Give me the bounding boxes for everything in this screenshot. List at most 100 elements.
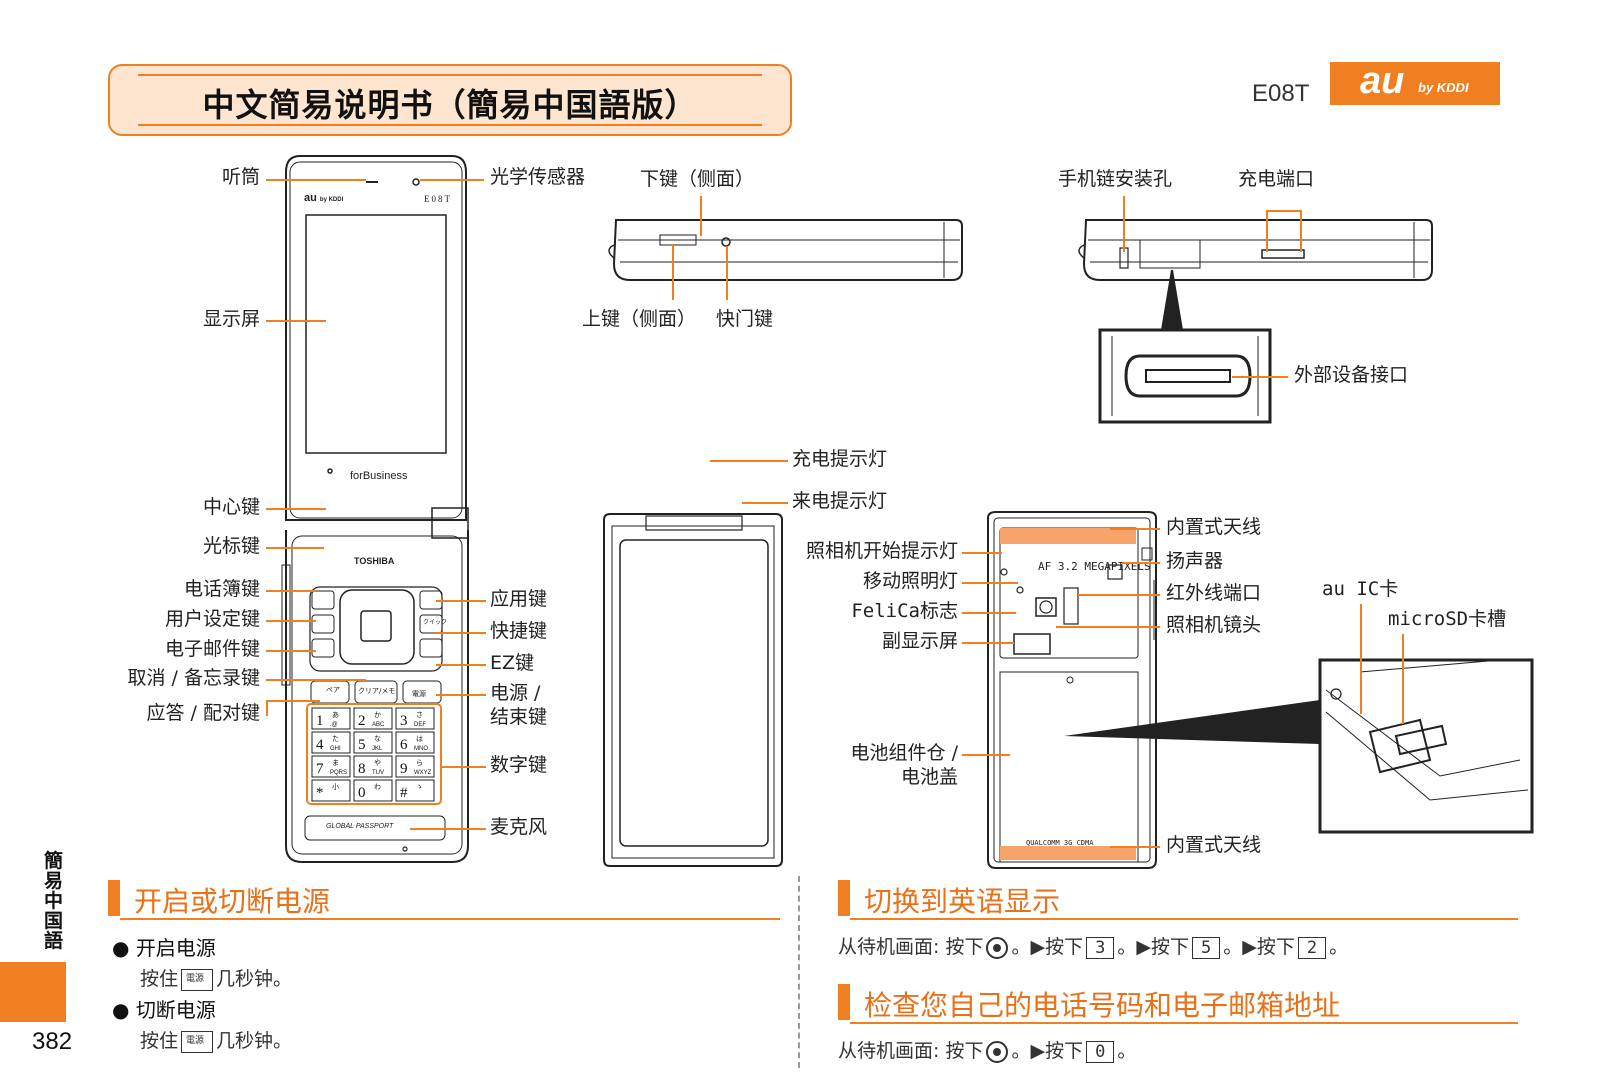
label-charge-port: 充电端口 (1238, 168, 1315, 190)
column-divider (798, 876, 800, 1068)
phone-print-pair: ペア (326, 686, 340, 694)
leader-charge-port-v2 (1300, 210, 1302, 252)
number-key-label: 6 (400, 737, 408, 753)
leader-answer-pair-v (266, 700, 268, 716)
number-key-kana: や (374, 759, 381, 767)
label-infrared: 红外线端口 (1166, 582, 1262, 604)
number-key-kana: さ (416, 711, 423, 719)
leader-ez-key (436, 664, 486, 666)
number-keys-outline (306, 703, 442, 805)
label-app-key: 应用键 (490, 588, 548, 610)
number-key-kana: な (374, 735, 381, 743)
antenna-band-top (1000, 528, 1136, 544)
phone-print-power: 電源 (412, 690, 426, 698)
label-antenna-top: 内置式天线 (1166, 516, 1262, 538)
number-key (353, 755, 393, 778)
number-key (395, 731, 435, 754)
heading-bar (838, 880, 850, 916)
bullet-power-on: ● 开启电源 (112, 936, 216, 960)
logo-main: au (1360, 60, 1405, 102)
number-key-label: * (316, 785, 324, 801)
label-sub-display: 副显示屏 (881, 630, 958, 652)
key-2: 2 (1297, 937, 1327, 959)
power-key-icon: 電源 (181, 968, 214, 991)
label-mobile-light: 移动照明灯 (862, 570, 958, 592)
power-key-icon: 電源 (181, 1030, 214, 1053)
leader-speaker (1122, 562, 1160, 564)
number-key-sub: ABC (372, 722, 385, 728)
au-logo: au by KDDI (1330, 60, 1500, 105)
label-cancel-memo-key: 取消 / 备忘录键 (127, 667, 260, 689)
label-camera-start-led: 照相机开始提示灯 (805, 540, 958, 562)
number-key-label: 2 (358, 713, 366, 729)
label-felica: FeliCa标志 (851, 600, 958, 622)
label-microphone: 麦克风 (490, 816, 548, 838)
label-antenna-bottom: 内置式天线 (1166, 834, 1262, 856)
label-up-key: 上键（侧面） (582, 308, 697, 330)
number-key-kana: か (374, 711, 381, 719)
leader-mobile-light (962, 582, 1018, 584)
leader-external-port (1232, 376, 1288, 378)
title-box: 中文简易说明书（簡易中国語版） (108, 64, 792, 136)
number-key-sub: TUV (372, 770, 384, 776)
section-power-heading: 开启或切断电源 (108, 880, 780, 920)
leader-power-key (436, 694, 486, 696)
model-name: E08T (1252, 80, 1310, 107)
leader-charge-port-v1 (1266, 210, 1268, 252)
number-key-kana: あ (332, 711, 339, 719)
number-key-label: 4 (316, 737, 324, 753)
leader-email-key (266, 650, 316, 652)
label-phonebook-key: 电话簿键 (183, 578, 260, 600)
number-key (311, 755, 351, 778)
label-speaker: 扬声器 (1166, 550, 1224, 572)
key-3: 3 (1086, 937, 1115, 959)
leader-camera-start-led (962, 552, 1002, 554)
label-battery-2: 电池盖 (900, 766, 958, 788)
phone-print-model: E08T (424, 194, 452, 204)
number-key (311, 707, 351, 730)
back-phone-drawing (987, 511, 1157, 869)
key-5: 5 (1191, 937, 1221, 959)
label-external-port: 外部设备接口 (1294, 364, 1409, 386)
number-key-sub: JKL (372, 746, 383, 752)
number-key-label: 3 (400, 713, 408, 729)
power-on-title: 开启电源 (135, 936, 216, 960)
leader-user-settings-key (266, 620, 316, 622)
leader-incoming-led (742, 502, 788, 504)
number-key-sub: MNO (414, 746, 428, 752)
phone-print-forbusiness: forBusiness (350, 470, 408, 482)
leader-charge-port-h (1266, 210, 1302, 212)
label-light-sensor: 光学传感器 (490, 166, 586, 188)
number-key (311, 779, 351, 802)
side-view-left (608, 219, 963, 281)
label-number-keys: 数字键 (490, 754, 548, 776)
number-key (353, 707, 393, 730)
heading-rule (120, 918, 780, 920)
number-key (353, 779, 393, 802)
closed-phone-front (603, 513, 783, 867)
number-key (395, 707, 435, 730)
leader-up-key (672, 244, 674, 300)
leader-cursor-key (266, 547, 324, 549)
leader-sub-display (962, 642, 1014, 644)
title-rule-top (138, 74, 762, 76)
label-ez-key: EZ键 (490, 652, 535, 674)
label-down-key: 下键（侧面） (640, 168, 755, 190)
side-tab-text: 簡易中国語 (44, 850, 64, 952)
number-key-sub: GHI (330, 746, 341, 752)
leader-infrared (1078, 594, 1160, 596)
section-english-heading: 切换到英语显示 (838, 880, 1518, 920)
leader-shutter-key (726, 246, 728, 300)
center-key-icon (986, 936, 1009, 959)
label-power-key-2: 结束键 (490, 706, 548, 728)
antenna-band-bottom (1000, 846, 1136, 860)
phone-print-qualcomm: QUALCOMM 3G CDMA (1026, 839, 1094, 847)
page-number: 382 (32, 1028, 73, 1055)
heading-bar (108, 880, 120, 916)
label-charge-led: 充电提示灯 (792, 448, 888, 470)
ic-card-inset (1318, 658, 1534, 834)
number-key-kana: は (416, 735, 423, 743)
